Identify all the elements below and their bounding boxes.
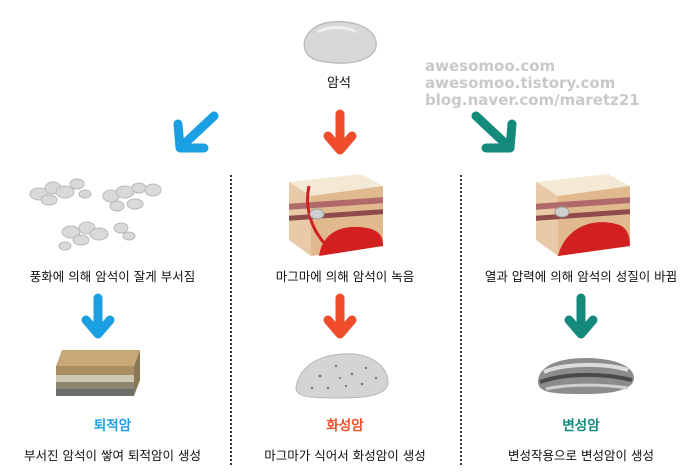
arrow-to-sedimentary-icon — [168, 108, 224, 156]
watermark-line-1: awesomoo.com — [425, 57, 556, 75]
column-divider-right — [460, 175, 462, 465]
metamorphic-result-text: 변성작용으로 변성암이 생성 — [508, 448, 654, 463]
metamorphic-rock-name: 변성암 — [562, 418, 600, 434]
igneous-rock-name: 화성암 — [326, 418, 364, 434]
igneous-process-text: 마그마에 의해 암석이 녹음 — [275, 269, 415, 284]
arrow-to-metamorphic-icon — [466, 108, 522, 156]
metamorphic-rock-image — [532, 352, 638, 398]
igneous-result-text: 마그마가 식어서 화성암이 생성 — [264, 448, 426, 463]
magma-block-image — [285, 168, 385, 258]
arrow-down-sedimentary-icon — [80, 292, 116, 342]
sedimentary-rock-image — [48, 346, 148, 402]
watermark-line-2: awesomoo.tistory.com — [425, 74, 616, 92]
top-rock-image — [298, 18, 380, 66]
rock-fragments-image — [25, 170, 175, 254]
arrow-to-igneous-icon — [322, 108, 358, 158]
metamorphic-block-image — [532, 168, 632, 258]
watermark-line-3: blog.naver.com/maretz21 — [425, 91, 640, 109]
igneous-rock-image — [292, 348, 392, 400]
top-rock-label: 암석 — [327, 76, 351, 91]
sedimentary-process-text: 풍화에 의해 암석이 잘게 부서짐 — [29, 269, 196, 284]
watermark: awesomoo.com awesomoo.tistory.com blog.n… — [425, 58, 640, 109]
metamorphic-process-text: 열과 압력에 의해 암석의 성질이 바뀜 — [484, 269, 678, 284]
sedimentary-rock-name: 퇴적암 — [93, 418, 132, 434]
sedimentary-result-text: 부서진 암석이 쌓여 퇴적암이 생성 — [24, 448, 201, 463]
arrow-down-metamorphic-icon — [563, 292, 599, 342]
arrow-down-igneous-icon — [322, 292, 358, 342]
column-divider-left — [230, 175, 232, 465]
